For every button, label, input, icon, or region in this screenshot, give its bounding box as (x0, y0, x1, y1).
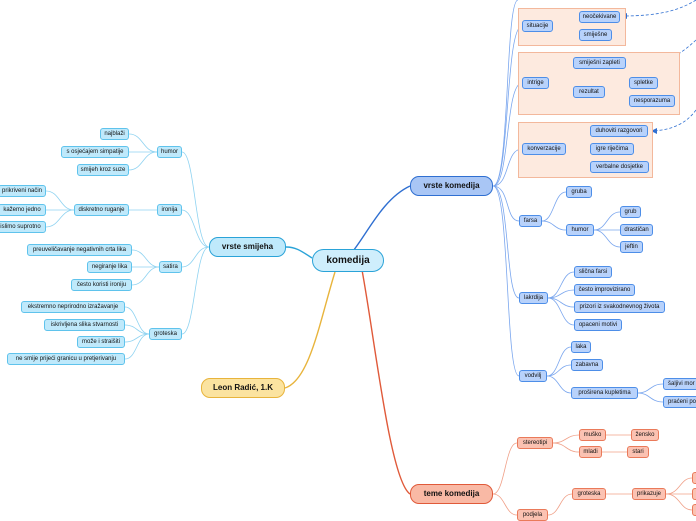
vodvilj-item[interactable]: laka (571, 341, 591, 353)
satira-item[interactable]: negiranje lika (87, 261, 132, 273)
author-label[interactable]: Leon Radić, 1.K (201, 378, 285, 398)
topic-teme-komedija[interactable]: teme komedija (410, 484, 493, 504)
satira-node[interactable]: satira (159, 261, 182, 273)
prikazuje-item[interactable] (692, 504, 696, 516)
lakrdija-item[interactable]: često improvizirano (574, 284, 635, 296)
farsa-gruba[interactable]: gruba (566, 186, 592, 198)
konverzacije-node[interactable]: konverzacije (522, 143, 566, 155)
situacije-item[interactable]: smiješne (579, 29, 612, 41)
stereotip-musko[interactable]: muško (579, 429, 606, 441)
farsa-humor-item[interactable]: jeftin (620, 241, 643, 253)
ironija-item[interactable]: kažemo jedno (0, 204, 46, 216)
ironija-diskretno[interactable]: diskretno ruganje (74, 204, 129, 216)
topic-vrste-smijeha[interactable]: vrste smijeha (209, 237, 286, 257)
lakrdija-item[interactable]: opaceni motivi (574, 319, 622, 331)
groteska-item[interactable]: ne smije prijeći granicu u pretjerivanju (7, 353, 125, 365)
groteska-item[interactable]: iskrivljena slika stvarnosti (44, 319, 125, 331)
humor-item[interactable]: najblaži (100, 128, 129, 140)
humor-item[interactable]: s osjećajem simpatije (61, 146, 129, 158)
situacije-node[interactable]: situacije (522, 20, 553, 32)
farsa-humor-item[interactable]: grub (620, 206, 641, 218)
konverzacije-item[interactable]: verbalne dosjetke (590, 161, 649, 173)
prikazuje-item[interactable] (692, 472, 696, 484)
rezultat-item[interactable]: nesporazuma (629, 95, 675, 107)
lakrdija-item[interactable]: slična farsi (574, 266, 612, 278)
lakrdija-node[interactable]: lakrdija (519, 292, 548, 304)
groteska-item[interactable]: ekstremno neprirodno izražavanje (21, 301, 125, 313)
podjela-groteska[interactable]: groteska (572, 488, 606, 500)
stereotip-stari[interactable]: stari (627, 446, 649, 458)
humor-item[interactable]: smijeh kroz suze (77, 164, 129, 176)
vodvilj-kupleti[interactable]: proširena kupletima (571, 387, 638, 399)
satira-item[interactable]: često koristi ironiju (71, 279, 132, 291)
stereotipi-node[interactable]: stereotipi (517, 437, 553, 449)
intrige-zapleti[interactable]: smiješni zapleti (573, 57, 626, 69)
ironija-item[interactable]: mislimo suprotno (0, 221, 46, 233)
groteska-item[interactable]: može i straišiti (77, 336, 125, 348)
central-topic[interactable]: komedija (312, 249, 384, 272)
ironija-item[interactable]: prikriveni način (0, 185, 46, 197)
situacije-item[interactable]: neočekivane (579, 11, 620, 23)
rezultat-item[interactable]: spletke (629, 77, 658, 89)
kupleti-item[interactable]: praćeni po (663, 396, 696, 408)
konverzacije-item[interactable]: igre riječima (590, 143, 634, 155)
vodvilj-node[interactable]: vodvilj (519, 370, 547, 382)
konverzacije-item[interactable]: duhoviti razgovori (590, 125, 648, 137)
vodvilj-item[interactable]: zabavna (571, 359, 603, 371)
lakrdija-item[interactable]: prizori iz svakodnevnog života (574, 301, 665, 313)
kupleti-item[interactable]: šaljivi mor (663, 378, 696, 390)
intrige-rezultat[interactable]: rezultat (573, 86, 605, 98)
topic-vrste-komedija[interactable]: vrste komedija (410, 176, 493, 196)
podjela-node[interactable]: podjela (517, 509, 548, 521)
podjela-prikazuje[interactable]: prikazuje (632, 488, 666, 500)
farsa-node[interactable]: farsa (519, 215, 542, 227)
prikazuje-item[interactable] (692, 488, 696, 500)
intrige-node[interactable]: intrige (522, 77, 549, 89)
humor-node[interactable]: humor (157, 146, 182, 158)
groteska-node[interactable]: groteska (149, 328, 182, 340)
satira-item[interactable]: preuveličavanje negativnih crta lika (27, 244, 132, 256)
farsa-humor[interactable]: humor (566, 224, 594, 236)
ironija-node[interactable]: ironija (157, 204, 182, 216)
farsa-humor-item[interactable]: drastičan (620, 224, 653, 236)
stereotip-zensko[interactable]: žensko (631, 429, 659, 441)
stereotip-mladi[interactable]: mladi (579, 446, 602, 458)
